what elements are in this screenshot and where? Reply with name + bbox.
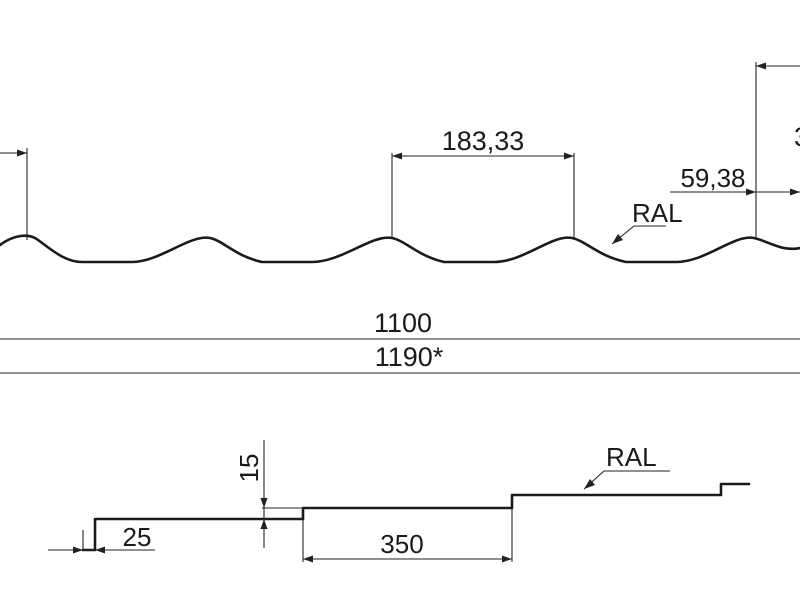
step-arrow-right bbox=[790, 188, 800, 196]
length-label: 350 bbox=[380, 529, 423, 559]
length-arrow-left bbox=[303, 555, 313, 563]
length-arrow-right bbox=[502, 555, 512, 563]
left-dim-arrow bbox=[17, 149, 27, 157]
effective-width-label: 1100 bbox=[374, 308, 432, 338]
top-right-arrow bbox=[756, 62, 766, 70]
step-profile bbox=[81, 482, 751, 552]
pitch-label: 183,33 bbox=[442, 126, 525, 156]
ral-label-side: RAL bbox=[606, 442, 657, 472]
wave-profile bbox=[0, 234, 800, 264]
ral-leader-top-arrow bbox=[612, 234, 623, 244]
pitch-arrow-left bbox=[392, 152, 402, 160]
step-label: 59,38 bbox=[680, 163, 745, 193]
total-width-label: 1190* bbox=[375, 342, 444, 372]
partial-label: 3 bbox=[794, 122, 800, 152]
step-height-label: 15 bbox=[234, 454, 264, 483]
step-arrow bbox=[746, 188, 756, 196]
step-height-arrow-bottom bbox=[260, 519, 268, 529]
ral-leader-side-arrow bbox=[584, 479, 595, 489]
pitch-arrow-right bbox=[564, 152, 574, 160]
overlap-label: 25 bbox=[123, 522, 152, 552]
overlap-arrow-left bbox=[73, 546, 83, 554]
ral-label-top: RAL bbox=[632, 198, 683, 228]
step-height-arrow-top bbox=[260, 498, 268, 508]
overlap-arrow-right bbox=[95, 546, 105, 554]
